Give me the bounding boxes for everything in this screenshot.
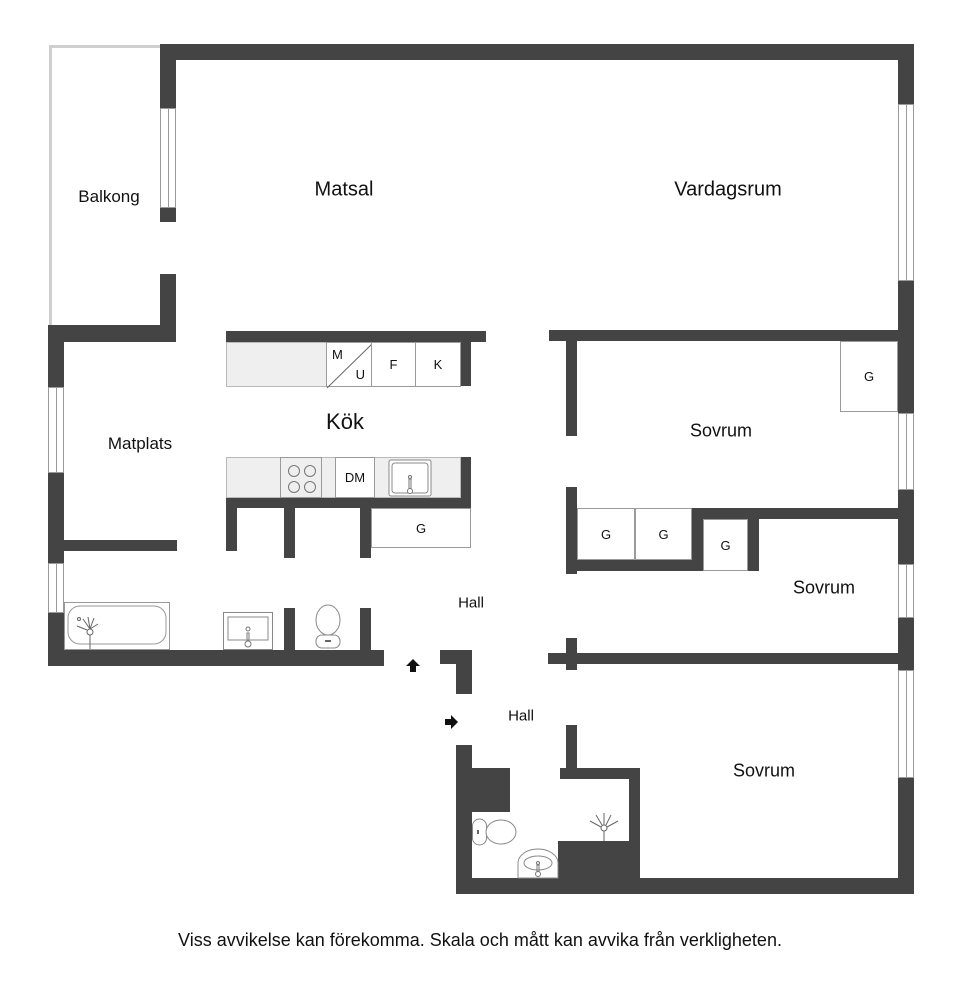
window-bathroom: [48, 563, 64, 613]
bathroom-sink-2-icon: [517, 848, 559, 879]
wall-matplats-bottom: [64, 540, 177, 551]
stove-cell: [280, 457, 322, 498]
kitchen-sink-icon: [388, 459, 432, 497]
fridge-cell: F: [371, 342, 416, 387]
freezer-label: K: [433, 357, 443, 372]
wardrobe-label: G: [863, 369, 875, 384]
wall-bath2-top: [560, 768, 640, 779]
wall-bath2-shaft: [558, 841, 640, 894]
wardrobe-hall: G: [371, 508, 471, 548]
room-label-hall-1: Hall: [458, 594, 484, 612]
room-label-vardagsrum: Vardagsrum: [674, 178, 782, 201]
wall-kitchen-top: [226, 331, 486, 342]
stove-burners-icon: [288, 465, 316, 493]
room-label-sovrum-3: Sovrum: [732, 760, 796, 781]
toilet-icon: [315, 604, 341, 649]
microwave-oven-cell: M U: [326, 342, 374, 389]
wall-right-3: [898, 490, 914, 564]
wall-matsal-left-mid: [160, 208, 176, 222]
wall-left-1: [48, 325, 64, 387]
wall-closet-right: [748, 508, 759, 571]
wall-balcony-bottom: [48, 325, 176, 342]
wall-bottom-right: [456, 878, 914, 894]
window-matplats: [48, 387, 64, 473]
oven-label: U: [355, 367, 365, 382]
wardrobe-closet-2: G: [635, 508, 692, 560]
window-balcony-door: [160, 108, 176, 208]
wardrobe-label: G: [720, 537, 731, 553]
wall-closet-mid: [692, 508, 703, 571]
dishwasher-cell: DM: [335, 457, 375, 498]
wall-right-2: [898, 281, 914, 413]
shower-icon: [589, 813, 619, 841]
entry-arrow-up-icon: [406, 659, 420, 672]
wall-closet-bottom: [566, 560, 694, 571]
window-sovrum-1: [898, 413, 914, 490]
room-label-sovrum-1: Sovrum: [689, 420, 753, 441]
freezer-cell: K: [415, 342, 461, 387]
window-vardagsrum: [898, 104, 914, 281]
microwave-label: M: [332, 347, 343, 362]
disclaimer-text: Viss avvikelse kan förekomma. Skala och …: [178, 930, 782, 950]
wall-vardagsrum-bottom: [549, 330, 914, 341]
wardrobe-label: G: [600, 526, 612, 542]
wall-hall2-block: [456, 768, 510, 812]
wall-top: [160, 44, 914, 60]
room-label-kok: Kök: [326, 409, 364, 434]
wardrobe-closet-1: G: [577, 508, 635, 560]
wall-entry-l-side: [456, 650, 472, 694]
bathtub-icon: [64, 602, 170, 650]
wardrobe-label: G: [415, 520, 427, 536]
wall-kitchen-top-stub: [460, 331, 471, 386]
wall-bottom-left: [48, 650, 384, 666]
wall-sovrum1-left-top: [566, 330, 577, 436]
wall-hall2-right-stub: [566, 725, 577, 778]
room-label-matplats: Matplats: [107, 434, 173, 453]
wall-left-2: [48, 473, 64, 563]
room-label-matsal: Matsal: [314, 178, 374, 201]
wall-right-5: [898, 778, 914, 894]
wall-closet-2: [284, 497, 295, 558]
wall-closet-3: [360, 497, 371, 558]
wall-kitchen-bottom-stub: [460, 457, 471, 508]
room-label-sovrum-2: Sovrum: [792, 577, 856, 598]
window-sovrum-3: [898, 670, 914, 778]
fridge-label: F: [389, 357, 398, 372]
wall-cross-stub: [566, 638, 577, 670]
wall-sovrum2-bottom: [548, 653, 914, 664]
wall-kitchen-bottom: [226, 497, 471, 508]
wall-right-1: [898, 44, 914, 104]
wall-bath-divider: [284, 608, 295, 650]
balcony-outline: [49, 45, 164, 330]
wardrobe-sovrum-1: G: [840, 341, 898, 412]
wall-matsal-left-top: [160, 44, 176, 108]
wardrobe-label: G: [658, 526, 669, 542]
room-label-hall-2: Hall: [508, 707, 534, 725]
window-sovrum-2: [898, 564, 914, 618]
wall-bath2-right: [629, 768, 640, 894]
wall-wc-divider: [360, 608, 371, 650]
toilet-2-icon: [472, 818, 517, 846]
wall-sovrum1-bottom: [692, 508, 914, 519]
dishwasher-label: DM: [344, 470, 366, 485]
entry-arrow-right-icon: [445, 715, 458, 729]
room-label-balkong: Balkong: [78, 187, 140, 206]
wall-closet-1: [226, 497, 237, 551]
wall-sovrum1-left-bottom: [566, 487, 577, 574]
wardrobe-closet-3: G: [703, 519, 748, 571]
bathroom-sink-icon: [223, 612, 273, 650]
